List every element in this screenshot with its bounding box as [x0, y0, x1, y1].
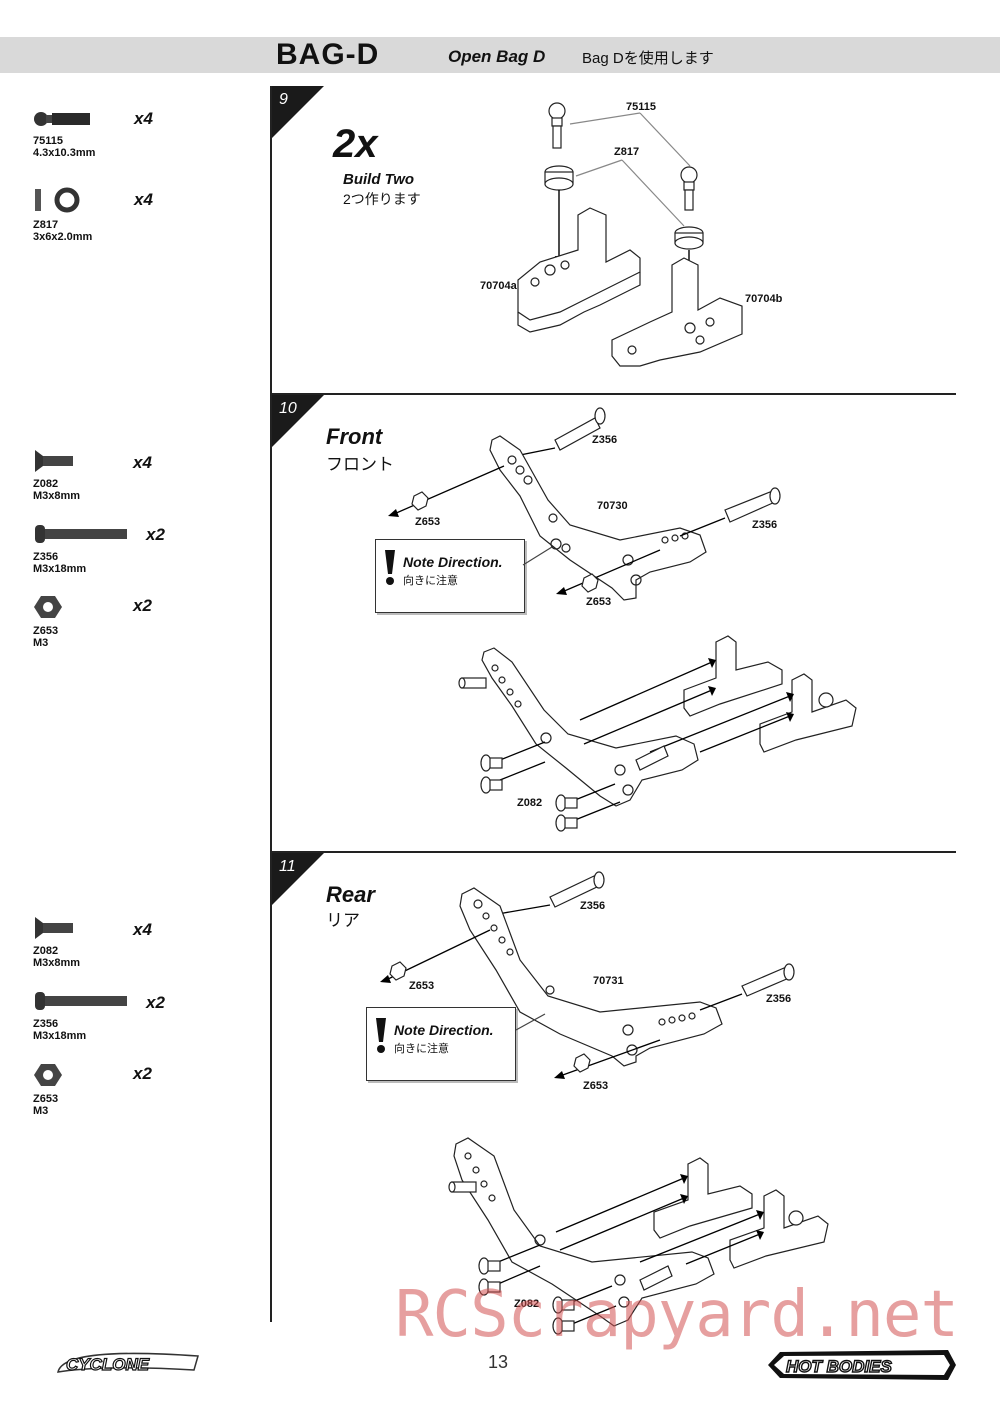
part-qty: x2 [146, 993, 165, 1012]
bag-subtitle: Open Bag D [448, 47, 546, 66]
flat-screw-icon [35, 450, 73, 472]
part-qty: x4 [133, 920, 152, 939]
callout-nut-bottom: Z653 [583, 1080, 609, 1092]
step-number: 10 [279, 400, 297, 417]
step-number: 9 [279, 91, 288, 108]
flat-screw-icon [35, 917, 73, 939]
part-size: M3 [33, 1105, 49, 1117]
callout-tower: 70731 [593, 975, 624, 987]
part-z082: Z082 M3x8mm [33, 916, 93, 969]
part-z082: Z082 M3x8mm [33, 449, 93, 502]
part-code: Z082 [33, 945, 59, 957]
step-marker [272, 853, 324, 905]
callout-screw-right: Z356 [752, 519, 778, 531]
part-qty: x4 [134, 190, 153, 209]
step-label: Build Two [343, 171, 415, 188]
callout-right-mount: 70704b [745, 293, 783, 305]
callout-screw-small: Z082 [517, 797, 543, 809]
part-code: Z653 [33, 625, 59, 637]
callout-screw-right: Z356 [766, 993, 792, 1005]
part-size: M3x8mm [33, 490, 81, 502]
note-jp: 向きに注意 [403, 575, 458, 587]
callout-tower: 70730 [597, 500, 628, 512]
part-size: M3x18mm [33, 1030, 87, 1042]
part-code: Z356 [33, 551, 59, 563]
callout-spacer: Z817 [614, 146, 640, 158]
step-label-jp: フロント [326, 455, 394, 474]
part-z653: Z653 M3 [33, 1062, 63, 1117]
callout-left-mount: 70704a [480, 280, 517, 292]
part-z653: Z653 M3 [33, 594, 63, 649]
step-label-jp: リア [326, 911, 360, 930]
part-code: 75115 [33, 135, 63, 147]
long-screw-icon [35, 992, 127, 1010]
step-label: Front [326, 424, 383, 449]
part-z356: Z356 M3x18mm [33, 522, 129, 575]
callout-screw-top: Z356 [592, 434, 618, 446]
spacer-icon [35, 187, 80, 213]
callout-nut-bottom: Z653 [586, 596, 612, 608]
nut-icon [34, 596, 62, 618]
part-75115: 75115 4.3x10.3mm [33, 108, 95, 159]
bag-title: BAG-D [276, 38, 380, 71]
step-divider [272, 393, 956, 395]
part-qty: x4 [133, 453, 152, 472]
step-multiplier: 2x [333, 122, 378, 166]
part-size: M3x8mm [33, 957, 81, 969]
callout-nut-left: Z653 [415, 516, 441, 528]
cyclone-logo-icon: CYCLONE [57, 1352, 199, 1375]
part-size: 3x6x2.0mm [33, 231, 93, 243]
part-z356: Z356 M3x18mm [33, 989, 129, 1042]
part-code: Z653 [33, 1093, 59, 1105]
part-size: M3x18mm [33, 563, 87, 575]
ball-stud-icon [34, 112, 90, 126]
part-code: Z817 [33, 219, 59, 231]
nut-icon [34, 1064, 62, 1086]
callout-screw-small: Z082 [514, 1298, 540, 1310]
callout-nut-left: Z653 [409, 980, 435, 992]
part-code: Z082 [33, 478, 59, 490]
watermark: RCScrapyard.net [395, 1278, 959, 1352]
cyclone-logo: CYCLONE [52, 1348, 202, 1383]
brand-right-text: HOT BODIES [786, 1357, 892, 1376]
note-title: Note Direction. [403, 554, 503, 570]
part-qty: x4 [134, 109, 153, 128]
hotbodies-logo: HOT BODIES [768, 1348, 958, 1387]
step-number: 11 [279, 858, 296, 875]
part-qty: x2 [146, 525, 165, 544]
long-screw-icon [35, 525, 127, 543]
note-direction-box: Note Direction. 向きに注意 [366, 1007, 516, 1081]
note-jp: 向きに注意 [394, 1043, 449, 1055]
bag-subtitle-jp: Bag Dを使用します [582, 50, 714, 67]
part-size: 4.3x10.3mm [33, 147, 96, 159]
callout-screw-top: Z356 [580, 900, 606, 912]
step-divider [272, 851, 956, 853]
part-code: Z356 [33, 1018, 59, 1030]
callout-ball-stud: 75115 [626, 101, 656, 113]
column-divider [270, 86, 272, 1322]
step-label: Rear [326, 882, 375, 907]
part-qty: x2 [133, 1064, 152, 1083]
part-size: M3 [33, 637, 49, 649]
exclamation-icon [385, 550, 395, 585]
hotbodies-logo-icon: HOT BODIES [768, 1350, 956, 1380]
note-direction-box: Note Direction. 向きに注意 [375, 539, 525, 613]
note-title: Note Direction. [394, 1022, 494, 1038]
header-bar [0, 37, 1000, 73]
step-marker [272, 395, 324, 447]
part-qty: x2 [133, 596, 152, 615]
part-z817: Z817 3x6x2.0mm [33, 186, 93, 243]
page-number: 13 [488, 1352, 509, 1372]
step-label-jp: 2つ作ります [343, 191, 421, 207]
step-marker [272, 86, 324, 138]
exclamation-icon [376, 1018, 386, 1053]
brand-left-text: CYCLONE [66, 1355, 150, 1374]
